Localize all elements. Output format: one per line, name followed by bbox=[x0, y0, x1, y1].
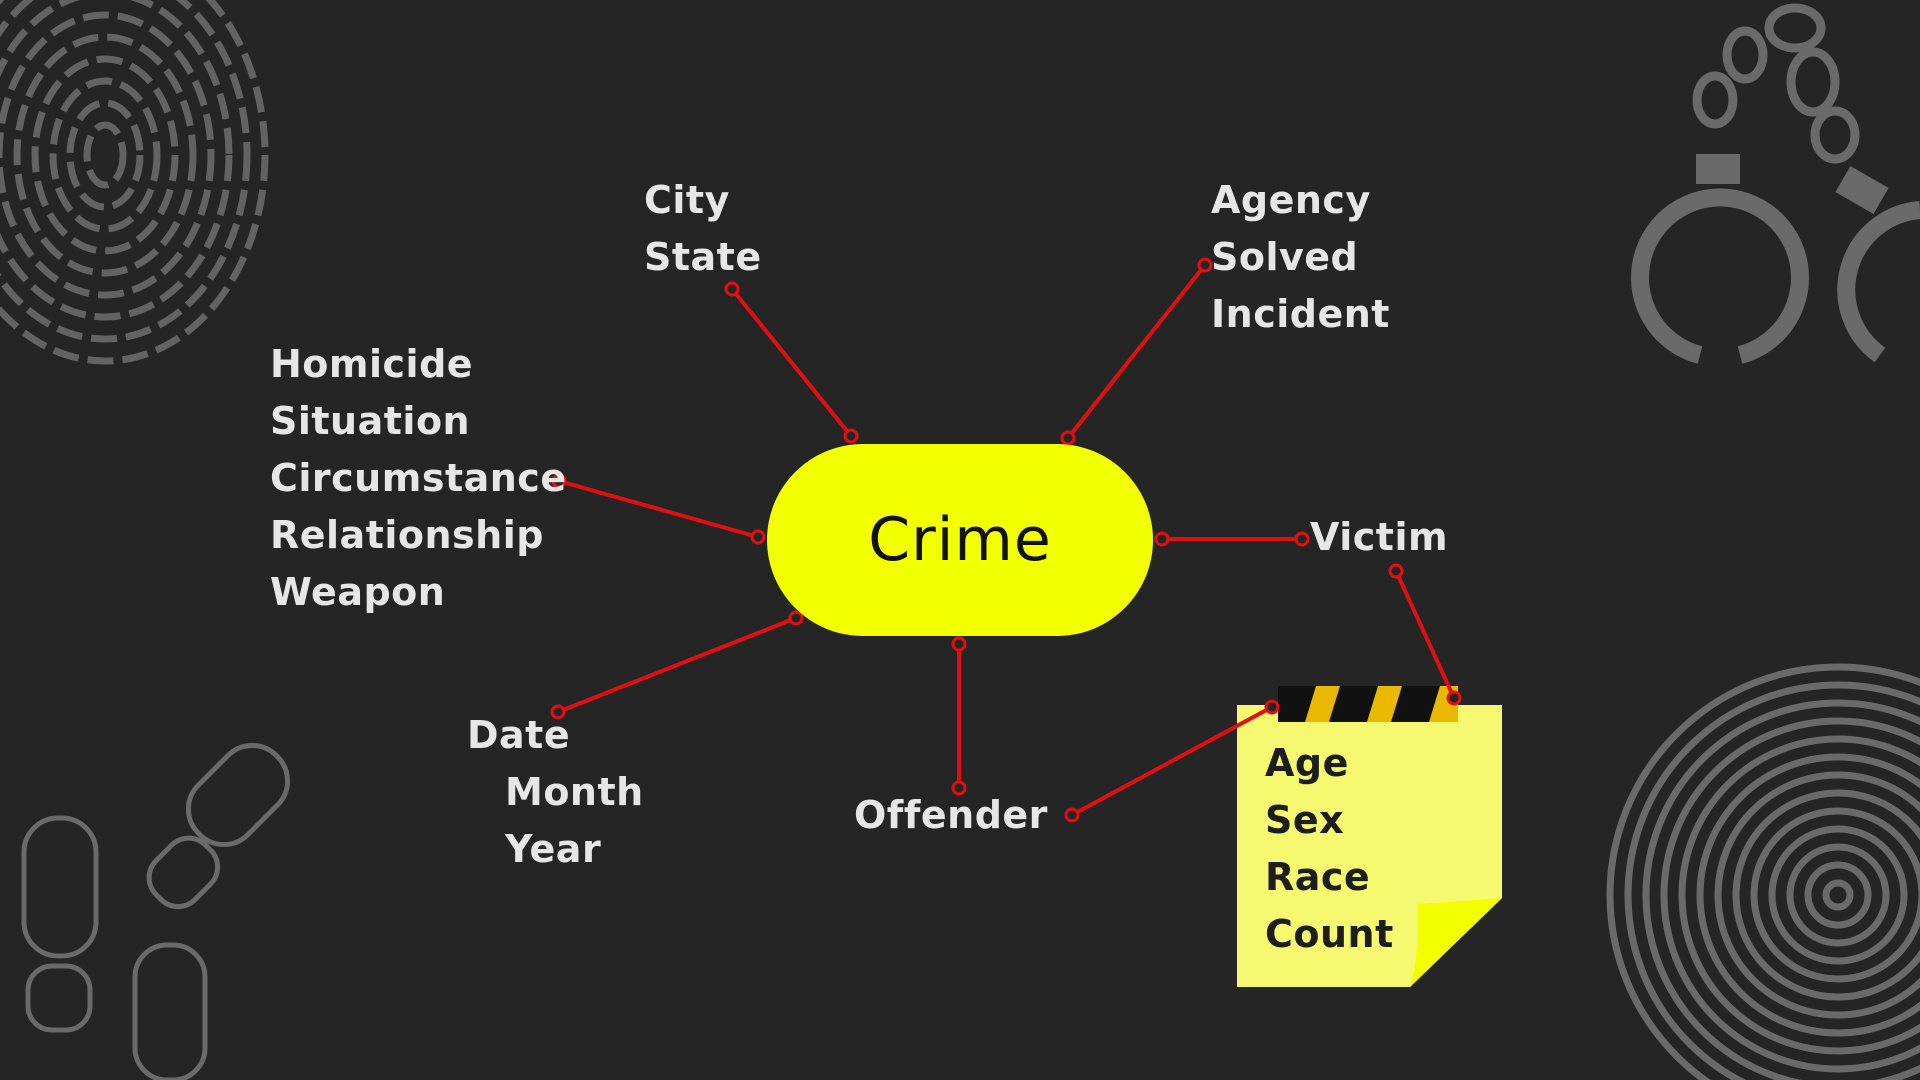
tape-stripe bbox=[1278, 686, 1458, 722]
label-race: Race bbox=[1265, 855, 1371, 899]
connector-lines bbox=[557, 263, 1456, 817]
agency-labels: Agency Solved Incident bbox=[1211, 172, 1390, 343]
label-homicide: Homicide bbox=[270, 342, 474, 386]
crime-node: Crime bbox=[767, 444, 1153, 636]
connector-date bbox=[557, 616, 797, 714]
label-weapon: Weapon bbox=[270, 570, 446, 614]
label-month: Month bbox=[505, 770, 644, 814]
label-circumstance: Circumstance bbox=[270, 456, 567, 500]
fingerprint-swirl-icon bbox=[1606, 663, 1920, 1080]
details-labels: Homicide Situation Circumstance Relation… bbox=[270, 336, 567, 621]
label-incident: Incident bbox=[1211, 292, 1390, 336]
note-labels: Age Sex Race Count bbox=[1265, 735, 1394, 963]
label-age: Age bbox=[1265, 741, 1349, 785]
label-year: Year bbox=[505, 827, 602, 871]
connector-details bbox=[558, 479, 759, 539]
label-agency: Agency bbox=[1211, 178, 1371, 222]
label-situation: Situation bbox=[270, 399, 471, 443]
label-sex: Sex bbox=[1265, 798, 1345, 842]
label-offender: Offender bbox=[854, 793, 1048, 837]
footprints-icon bbox=[21, 742, 291, 1080]
fingerprint-icon bbox=[0, 0, 269, 365]
crime-node-label: Crime bbox=[868, 505, 1052, 575]
handcuffs-icon bbox=[1631, 3, 1920, 364]
connector-location bbox=[730, 287, 853, 438]
label-date: Date bbox=[467, 713, 571, 757]
connector-victim-note bbox=[1394, 570, 1456, 699]
label-relationship: Relationship bbox=[270, 513, 544, 557]
label-state: State bbox=[644, 235, 762, 279]
date-labels: Date Month Year bbox=[467, 707, 644, 878]
connector-endpoints bbox=[550, 257, 1462, 823]
label-solved: Solved bbox=[1211, 235, 1359, 279]
sticky-note bbox=[1237, 686, 1502, 987]
location-labels: City State bbox=[644, 172, 762, 286]
label-city: City bbox=[644, 178, 730, 222]
connector-agency bbox=[1066, 263, 1207, 440]
connector-offender-note bbox=[1071, 705, 1273, 817]
label-victim: Victim bbox=[1310, 515, 1449, 559]
label-count: Count bbox=[1265, 912, 1394, 956]
